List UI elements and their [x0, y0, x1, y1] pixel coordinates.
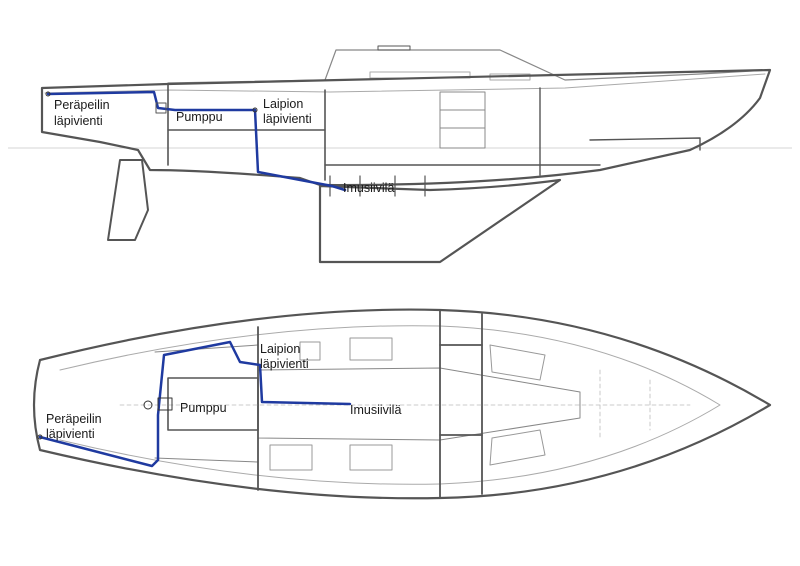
forward-berths	[489, 344, 546, 466]
side-label-transom-2: läpivienti	[54, 114, 103, 128]
heads-box	[439, 344, 483, 436]
bilge-hose-plan	[38, 340, 352, 468]
pump-side-symbol	[155, 102, 167, 114]
side-label-pump: Pumppu	[176, 110, 223, 124]
plan-view	[32, 308, 772, 500]
transom-fitting-plan	[37, 434, 43, 440]
plan-label-transom-1: Peräpeilin	[46, 412, 102, 426]
cockpit-seat	[154, 344, 259, 463]
hull-side	[40, 68, 772, 187]
galley-unit	[439, 91, 486, 149]
bilge-hose-side	[46, 90, 347, 192]
side-label-bulkhead-2: läpivienti	[263, 112, 312, 126]
rudder	[107, 159, 149, 241]
pump-plan-body	[157, 397, 173, 411]
bow-lines	[599, 369, 651, 441]
hull-plan	[32, 308, 772, 500]
deck-line	[44, 73, 766, 94]
deck-inner	[59, 325, 721, 485]
plan-label-pump: Pumppu	[180, 401, 227, 415]
keel	[318, 178, 562, 264]
bunks	[589, 137, 701, 151]
plan-label-bulkhead-1: Laipion	[260, 342, 300, 356]
side-label-transom-1: Peräpeilin	[54, 98, 110, 112]
side-label-strainer: Imusiivilä	[343, 181, 394, 195]
side-view	[40, 45, 772, 264]
side-label-bulkhead-1: Laipion	[263, 97, 303, 111]
plan-label-strainer: Imusiivilä	[350, 403, 401, 417]
pump-plan-symbol	[143, 400, 153, 410]
cabin-window-2	[489, 73, 531, 81]
sole-panels	[269, 337, 393, 471]
plan-label-bulkhead-2: läpivienti	[260, 357, 309, 371]
plan-label-transom-2: läpivienti	[46, 427, 95, 441]
bulkhead-fitting-side	[252, 107, 258, 113]
transom-fitting-side	[45, 91, 51, 97]
hatch	[377, 45, 411, 51]
